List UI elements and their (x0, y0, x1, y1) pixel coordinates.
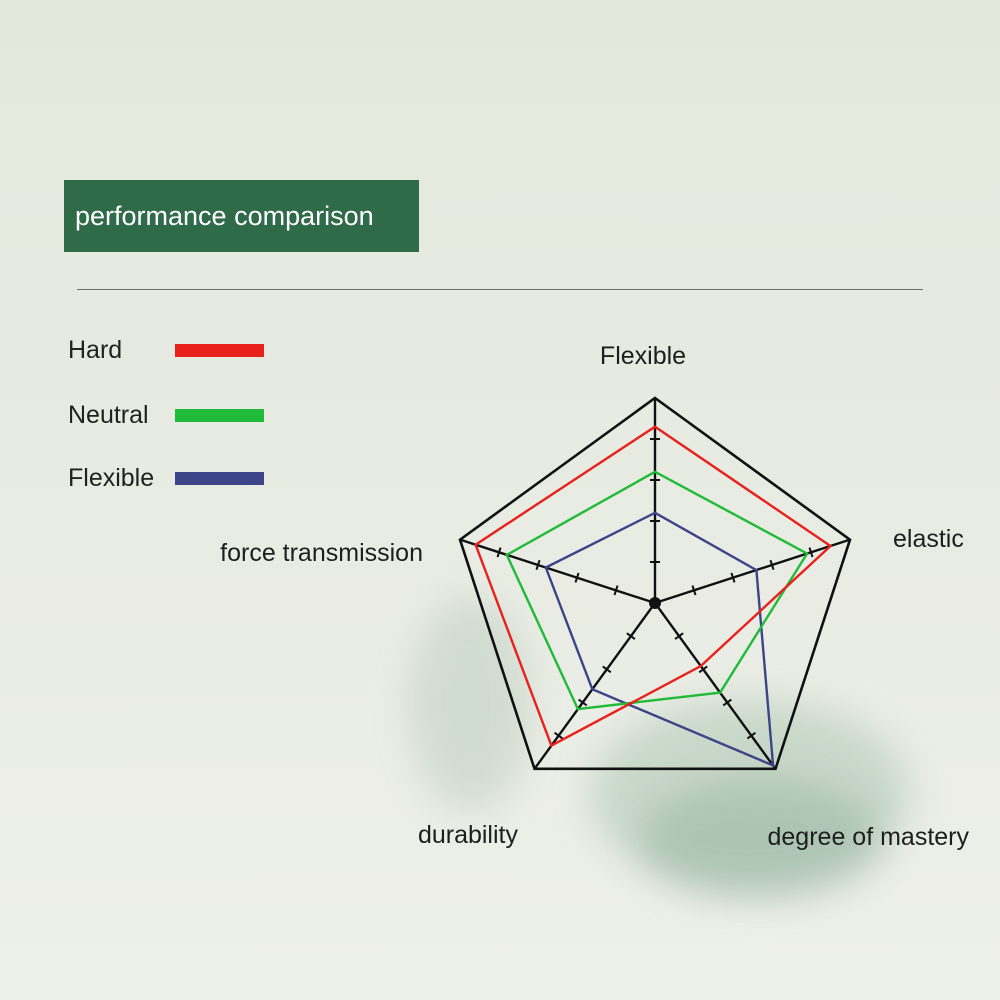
radar-spoke (654, 602, 777, 770)
radar-tick (496, 547, 502, 558)
radar-series (474, 425, 833, 768)
legend-item-neutral: Neutral (68, 398, 268, 432)
radar-spoke (459, 538, 656, 605)
radar-center-dot (649, 597, 661, 609)
radar-tick (722, 698, 732, 707)
radar-tick (574, 572, 580, 583)
legend-item-flexible: Flexible (68, 461, 268, 495)
axis-label: Flexible (600, 342, 686, 370)
series-line-hard (474, 425, 833, 748)
radar-tick (602, 665, 612, 674)
radar-spoke (654, 538, 851, 605)
legend-item-hard: Hard (68, 333, 268, 367)
series-line-flexible (544, 511, 775, 768)
legend-swatch (175, 472, 264, 485)
radar-tick (769, 559, 775, 571)
radar-tick (691, 585, 697, 596)
radar-tick (730, 572, 736, 583)
page-title: performance comparison (64, 180, 419, 252)
radar-spoke (533, 602, 656, 770)
series-line-neutral (505, 470, 809, 711)
axis-label: elastic (893, 525, 964, 553)
radar-tick (535, 559, 541, 571)
divider (77, 289, 923, 290)
radar-tick (613, 585, 619, 596)
radar-tick (674, 632, 684, 640)
radar-tick (626, 632, 636, 640)
axis-label: degree of mastery (768, 823, 970, 851)
radar-tick (698, 665, 708, 674)
axis-label: durability (418, 821, 519, 849)
axis-label: force transmission (220, 539, 423, 567)
radar-outer-frame (458, 396, 852, 771)
radar-axis-labels: Flexible elastic degree of mastery durabili… (220, 342, 969, 851)
legend-swatch (175, 409, 264, 422)
legend-label: Neutral (68, 401, 149, 429)
radar-tick (746, 731, 757, 740)
radar-tick (553, 731, 564, 740)
legend-label: Flexible (68, 464, 155, 492)
radar-grid (458, 396, 852, 771)
legend-label: Hard (68, 336, 123, 364)
legend-swatch (175, 344, 264, 357)
radar-tick (808, 547, 814, 558)
radar-tick (578, 698, 588, 707)
